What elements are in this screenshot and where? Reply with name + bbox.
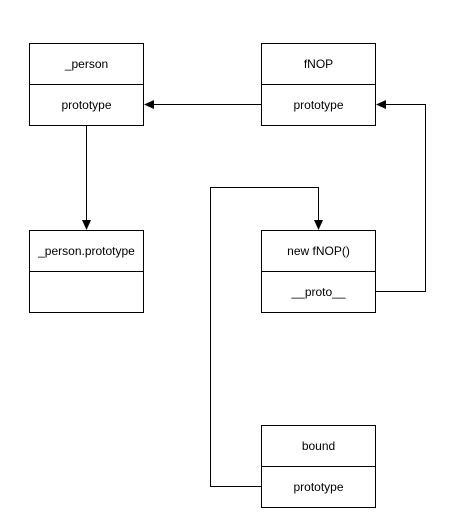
arrowhead-left <box>376 100 386 109</box>
node-person-title: _person <box>64 57 108 71</box>
arrowhead-down <box>82 220 91 230</box>
node-person-prototype: _person.prototype <box>29 230 144 313</box>
node-new-fnop-title: new fNOP() <box>287 244 350 258</box>
edge-line <box>210 187 319 487</box>
node-bound: bound prototype <box>261 425 376 508</box>
node-bound-field: prototype <box>293 480 343 494</box>
arrowhead-left <box>144 100 154 109</box>
node-person-field: prototype <box>61 98 111 112</box>
node-person-prototype-title: _person.prototype <box>37 244 135 258</box>
edge-line <box>375 104 426 292</box>
node-bound-title: bound <box>302 439 335 453</box>
edge-proto-to-fnop-prototype <box>375 100 426 292</box>
node-fnop: fNOP prototype <box>261 43 376 126</box>
node-fnop-field: prototype <box>293 98 343 112</box>
node-new-fnop: new fNOP() __proto__ <box>261 230 376 313</box>
arrowhead-down <box>314 220 323 230</box>
node-fnop-title: fNOP <box>304 57 333 71</box>
node-person: _person prototype <box>29 43 144 126</box>
node-new-fnop-field: __proto__ <box>290 285 345 299</box>
edge-person-prototype-to-person-prototype-box <box>82 125 91 230</box>
edge-fnop-prototype-to-person-prototype <box>144 100 262 109</box>
edge-bound-prototype-to-new-fnop <box>210 187 323 487</box>
